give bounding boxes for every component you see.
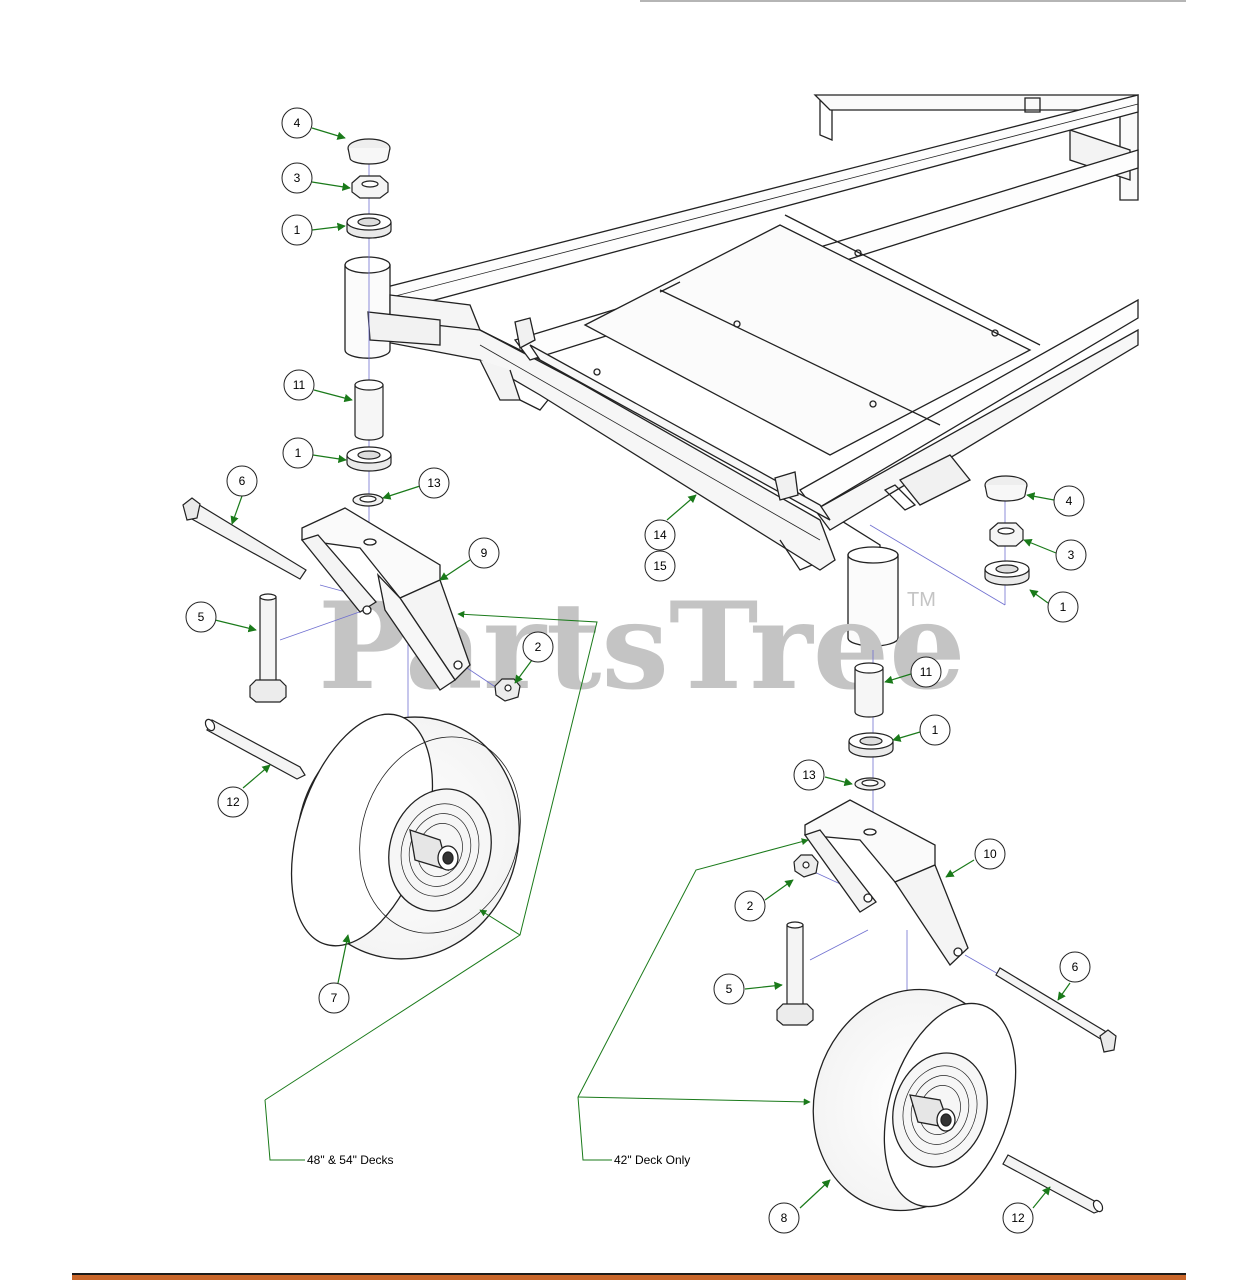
callout-9: 9: [468, 537, 500, 569]
svg-text:6: 6: [1072, 960, 1079, 974]
left-washer: [352, 493, 384, 507]
callout-1-left-lower: 1: [282, 437, 314, 469]
left-caster-fork: [300, 507, 471, 691]
group-bracket-lines: [264, 610, 811, 1161]
svg-text:11: 11: [293, 378, 306, 392]
callout-8: 8: [768, 1202, 800, 1234]
right-caster-pin: [776, 921, 814, 1026]
svg-text:13: 13: [802, 768, 816, 782]
svg-text:12: 12: [226, 795, 240, 809]
left-dust-cap: [347, 138, 391, 165]
callout-1-left-upper: 1: [281, 214, 313, 246]
callout-2-left: 2: [522, 631, 554, 663]
svg-text:14: 14: [653, 528, 667, 542]
svg-text:7: 7: [331, 991, 338, 1005]
svg-text:12: 12: [1011, 1211, 1025, 1225]
callout-12-left: 12: [217, 786, 249, 818]
svg-text:6: 6: [239, 474, 246, 488]
bottom-bar: [72, 1273, 1186, 1280]
right-axle-bolt: [995, 967, 1117, 1053]
callout-2-right: 2: [734, 890, 766, 922]
svg-text:1: 1: [932, 723, 939, 737]
right-bearing-upper: [984, 560, 1030, 586]
callout-12-right: 12: [1002, 1202, 1034, 1234]
svg-text:8: 8: [781, 1211, 788, 1225]
svg-text:3: 3: [294, 171, 301, 185]
callout-5-left: 5: [185, 601, 217, 633]
watermark-trademark: TM: [907, 589, 936, 611]
callout-1-right-upper: 1: [1047, 591, 1079, 623]
leader-lines: [214, 127, 1071, 1209]
right-caster-fork: [803, 799, 969, 967]
callout-4-right: 4: [1053, 485, 1085, 517]
svg-text:1: 1: [1060, 600, 1067, 614]
callout-3-right: 3: [1055, 539, 1087, 571]
note-42-deck-only: 42" Deck Only: [614, 1153, 690, 1167]
callout-13-right: 13: [793, 759, 825, 791]
left-caster-wheel: [290, 713, 521, 960]
left-caster-pin: [249, 593, 287, 703]
left-axle-bolt: [182, 497, 307, 580]
callout-1-right-lower: 1: [919, 714, 951, 746]
svg-text:1: 1: [295, 446, 302, 460]
callout-6-left: 6: [226, 465, 258, 497]
right-wheel-pin: [1002, 1154, 1104, 1214]
right-hex-nut: [989, 522, 1024, 547]
right-flange-nut: [793, 854, 819, 878]
note-48-54-decks: 48" & 54" Decks: [307, 1153, 394, 1167]
svg-text:13: 13: [427, 476, 441, 490]
svg-text:5: 5: [198, 610, 205, 624]
callout-14: 14: [644, 519, 676, 551]
left-bearing-upper: [346, 213, 392, 239]
callout-11-left: 11: [283, 369, 315, 401]
svg-text:4: 4: [294, 116, 301, 130]
callout-11-right: 11: [910, 656, 942, 688]
svg-text:2: 2: [747, 899, 754, 913]
right-washer: [854, 777, 886, 791]
svg-text:15: 15: [653, 559, 667, 573]
callout-3-left: 3: [281, 162, 313, 194]
callout-10: 10: [974, 838, 1006, 870]
right-bearing-lower: [848, 732, 894, 758]
svg-text:5: 5: [726, 982, 733, 996]
left-spindle-tube: [344, 256, 482, 359]
top-rule: [640, 0, 1186, 2]
left-spacer-tube: [354, 379, 384, 441]
left-hex-nut: [351, 175, 389, 199]
callout-6-right: 6: [1059, 951, 1091, 983]
callout-4-left: 4: [281, 107, 313, 139]
right-caster-wheel: [812, 988, 1017, 1212]
right-spacer-tube: [854, 662, 884, 718]
svg-text:10: 10: [983, 847, 997, 861]
svg-text:4: 4: [1066, 494, 1073, 508]
callout-13-left: 13: [418, 467, 450, 499]
callout-15: 15: [644, 550, 676, 582]
svg-text:1: 1: [294, 223, 301, 237]
callout-7: 7: [318, 982, 350, 1014]
right-spindle-tube: [847, 546, 899, 647]
left-flange-nut: [494, 678, 521, 702]
svg-text:9: 9: [481, 546, 488, 560]
right-dust-cap: [984, 475, 1028, 502]
svg-text:2: 2: [535, 640, 542, 654]
svg-text:3: 3: [1068, 548, 1075, 562]
callouts: 4 3 1 11 1 13 6 9 5 2 12 7 14 15 4 3 1 1…: [185, 107, 1091, 1234]
left-wheel-pin: [204, 718, 306, 780]
svg-text:11: 11: [920, 665, 933, 679]
callout-5-right: 5: [713, 973, 745, 1005]
mower-frame: [373, 94, 1139, 571]
left-bearing-lower: [346, 446, 392, 472]
